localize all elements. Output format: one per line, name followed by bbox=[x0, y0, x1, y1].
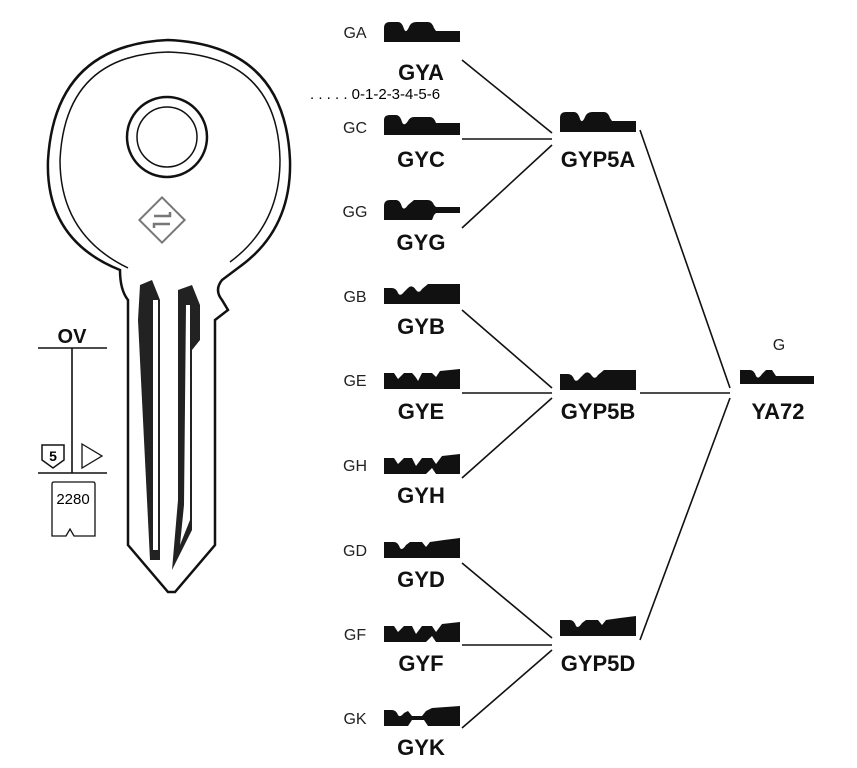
profile-code: GG bbox=[343, 204, 368, 221]
profile-shape-icon bbox=[740, 370, 814, 384]
group-name: GYP5A bbox=[561, 147, 636, 172]
specs-panel: OV 5 2280 bbox=[38, 326, 107, 537]
profile-shape-icon bbox=[560, 616, 636, 636]
profile-gye: GE GYE bbox=[343, 369, 460, 424]
profile-code: GB bbox=[343, 289, 366, 306]
profile-name: GYD bbox=[397, 567, 445, 592]
manufacturer-logo bbox=[137, 195, 187, 245]
profile-name: GYH bbox=[397, 483, 445, 508]
profile-gyf: GF GYF bbox=[344, 622, 460, 676]
ov-label: OV bbox=[58, 326, 88, 348]
group-name: GYP5D bbox=[561, 651, 636, 676]
profile-shape-icon bbox=[384, 369, 460, 389]
connector-lines bbox=[461, 59, 731, 729]
cut-count: 5 bbox=[49, 448, 57, 464]
profile-gyg: GG GYG bbox=[343, 200, 460, 255]
profile-shape-icon bbox=[384, 454, 460, 474]
profile-code: GD bbox=[343, 543, 367, 560]
card-number: 2280 bbox=[56, 491, 89, 508]
profile-name: GYE bbox=[398, 399, 444, 424]
profile-shape-icon bbox=[384, 706, 460, 726]
profile-gyc: GC GYC bbox=[343, 115, 460, 172]
profile-name: GYK bbox=[397, 735, 445, 760]
profile-code: GK bbox=[343, 711, 366, 728]
profile-name: GYB bbox=[397, 314, 445, 339]
profile-gyk: GK GYK bbox=[343, 706, 460, 760]
direction-triangle-icon bbox=[81, 442, 104, 470]
profile-name: GYC bbox=[397, 147, 445, 172]
profile-gyh: GH GYH bbox=[343, 454, 460, 508]
profile-gya: GA GYA bbox=[343, 22, 460, 85]
profile-shape-icon bbox=[560, 112, 636, 132]
profile-shape-icon bbox=[560, 370, 636, 390]
master-code: G bbox=[773, 337, 785, 354]
profile-code: GE bbox=[343, 373, 366, 390]
group-gyp5a: GYP5A bbox=[560, 112, 636, 172]
profile-code: GH bbox=[343, 458, 367, 475]
profile-code: GC bbox=[343, 120, 367, 137]
profile-code: GA bbox=[343, 25, 366, 42]
profile-shape-icon bbox=[384, 22, 460, 42]
profile-shape-icon bbox=[384, 115, 460, 135]
group-gyp5d: GYP5D bbox=[560, 616, 636, 676]
profile-code: GF bbox=[344, 627, 366, 644]
key-blank bbox=[46, 38, 292, 594]
profile-shape-icon bbox=[384, 284, 460, 304]
card-icon bbox=[51, 481, 96, 537]
master-name: YA72 bbox=[751, 399, 804, 424]
master-ya72: G YA72 bbox=[740, 337, 814, 424]
cuts-shield-icon bbox=[41, 444, 65, 469]
profile-shape-icon bbox=[384, 622, 460, 642]
group-gyp5b: GYP5B bbox=[560, 370, 636, 424]
cut-depth-scale: . . . . . 0-1-2-3-4-5-6 bbox=[310, 86, 440, 103]
profile-gyd: GD GYD bbox=[343, 538, 460, 592]
profile-name: GYF bbox=[398, 651, 443, 676]
profile-shape-icon bbox=[384, 200, 460, 220]
profile-shape-icon bbox=[384, 538, 460, 558]
group-name: GYP5B bbox=[561, 399, 636, 424]
profile-name: GYG bbox=[397, 230, 446, 255]
profile-gyb: GB GYB bbox=[343, 284, 460, 339]
profile-name: GYA bbox=[398, 60, 444, 85]
